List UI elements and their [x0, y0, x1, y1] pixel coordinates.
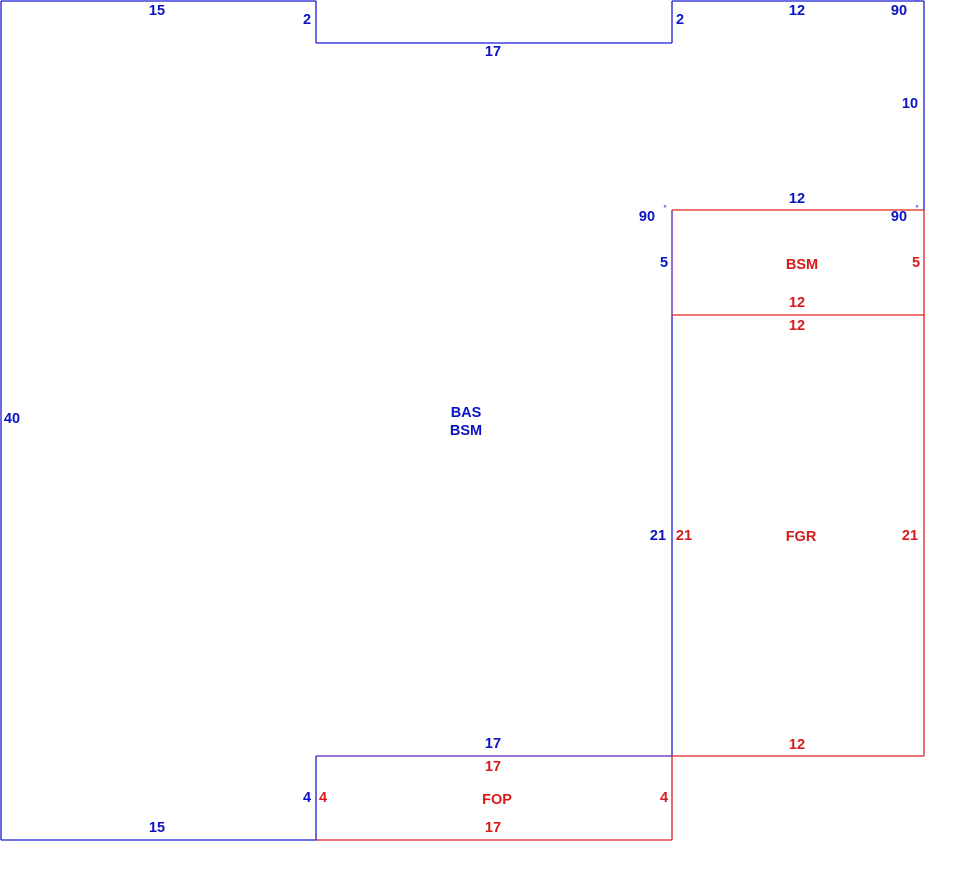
dim-bsm-bottom: 12: [789, 295, 805, 311]
angle-top-right-degree: °: [915, 0, 919, 7]
dim-fop-left-blue: 4: [303, 790, 311, 806]
area-label-bsm: BSM: [786, 257, 818, 273]
dim-fgr-left-blue: 21: [650, 528, 666, 544]
dim-top-left: 15: [149, 3, 165, 19]
dim-fgr-top: 12: [789, 318, 805, 334]
angle-mid-right-degree: °: [915, 203, 919, 213]
dim-left: 40: [4, 411, 20, 427]
main-outline: [0, 0, 925, 841]
dim-bsm-left: 5: [660, 255, 668, 271]
dim-notch-right: 2: [676, 12, 684, 28]
dim-notch-left: 2: [303, 12, 311, 28]
dim-bsm-right: 5: [912, 255, 920, 271]
area-label-main-bas: BAS: [451, 405, 482, 421]
dim-right-upper: 10: [902, 96, 918, 112]
dim-fop-bottom: 17: [485, 820, 501, 836]
angle-mid-left: 90: [639, 209, 655, 225]
angle-mid-left-degree: °: [663, 203, 667, 213]
dim-bottom-left: 15: [149, 820, 165, 836]
dim-fop-left-red: 4: [319, 790, 327, 806]
area-label-fop: FOP: [482, 792, 512, 808]
sub-outline: [316, 209, 925, 841]
dim-fgr-bottom: 12: [789, 737, 805, 753]
area-label-main-bsm: BSM: [450, 423, 482, 439]
angle-top-right: 90: [891, 3, 907, 19]
area-label-fgr: FGR: [786, 529, 817, 545]
dim-bsm-top: 12: [789, 191, 805, 207]
dim-top-right: 12: [789, 3, 805, 19]
shared-edges: [316, 210, 673, 757]
angle-mid-right: 90: [891, 209, 907, 225]
dim-fgr-left-red: 21: [676, 528, 692, 544]
dim-main-porch-top: 17: [485, 736, 501, 752]
dim-notch-bottom: 17: [485, 44, 501, 60]
dim-fop-right: 4: [660, 790, 668, 806]
dim-fgr-right: 21: [902, 528, 918, 544]
dim-fop-top: 17: [485, 759, 501, 775]
